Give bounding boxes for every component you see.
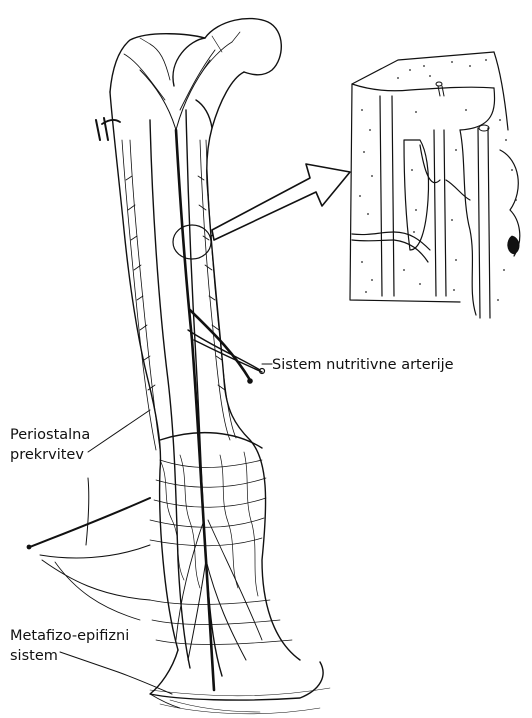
magnification-arrow bbox=[212, 164, 350, 240]
metaphyseal-leader bbox=[118, 672, 330, 714]
metaphyseal-label: Metafizo-epifizni sistem bbox=[10, 626, 129, 666]
metaphyseal-label-line1: Metafizo-epifizni bbox=[10, 626, 129, 646]
nutrient-artery bbox=[124, 32, 265, 690]
inset-bone-block bbox=[350, 52, 520, 318]
periosteal-label-line2: prekrvitev bbox=[10, 445, 90, 465]
nutritive-artery-label: Sistem nutritivne arterije bbox=[272, 355, 454, 375]
periosteal-leader bbox=[27, 478, 150, 620]
inset-stipple bbox=[359, 59, 517, 301]
nutritive-artery-text: Sistem nutritivne arterije bbox=[272, 357, 454, 373]
periosteal-label-line1: Periostalna bbox=[10, 425, 90, 445]
periosteal-label: Periostalna prekrvitev bbox=[10, 425, 90, 465]
metaphyseal-label-line2: sistem bbox=[10, 646, 129, 666]
